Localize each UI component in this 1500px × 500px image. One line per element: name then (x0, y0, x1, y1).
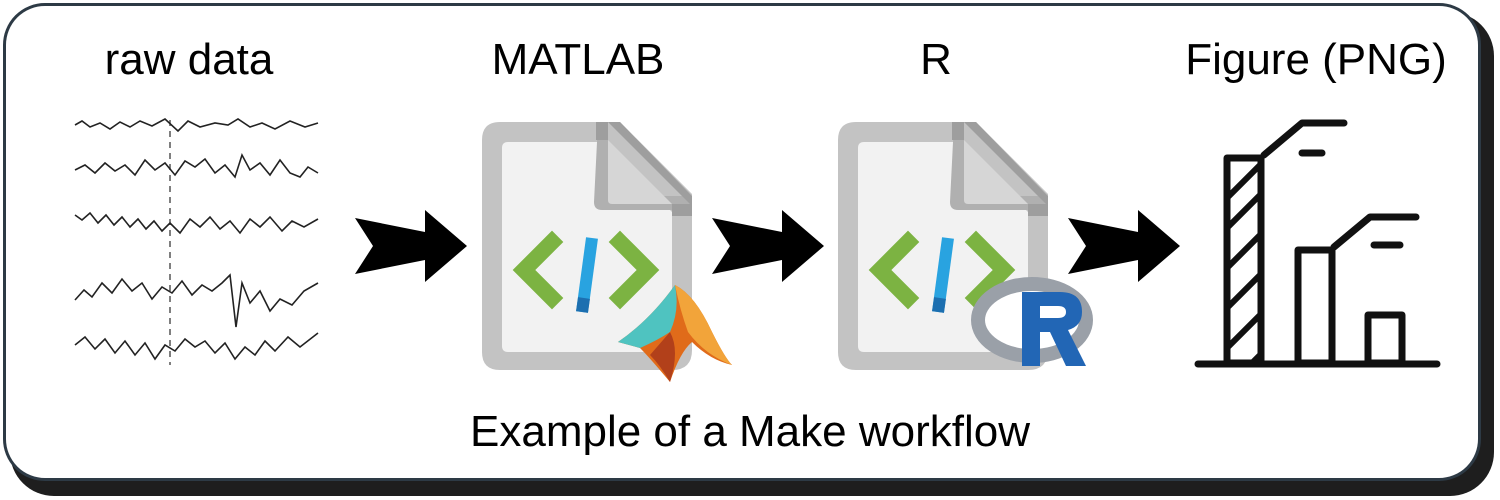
arrow-2-icon (712, 210, 824, 282)
stage-label-figure: Figure (PNG) (1185, 35, 1447, 84)
eeg-signal-icon (74, 118, 319, 365)
matlab-script-file-icon (482, 122, 732, 382)
stage-label-r: R (920, 35, 952, 84)
diagram-caption: Example of a Make workflow (470, 407, 1030, 456)
arrow-3-icon (1068, 210, 1180, 282)
stage-label-raw-data: raw data (104, 35, 274, 84)
bar-chart-figure-icon (1194, 119, 1441, 368)
r-script-file-icon (838, 122, 1093, 370)
stage-label-matlab: MATLAB (491, 35, 665, 84)
arrow-1-icon (355, 210, 467, 282)
